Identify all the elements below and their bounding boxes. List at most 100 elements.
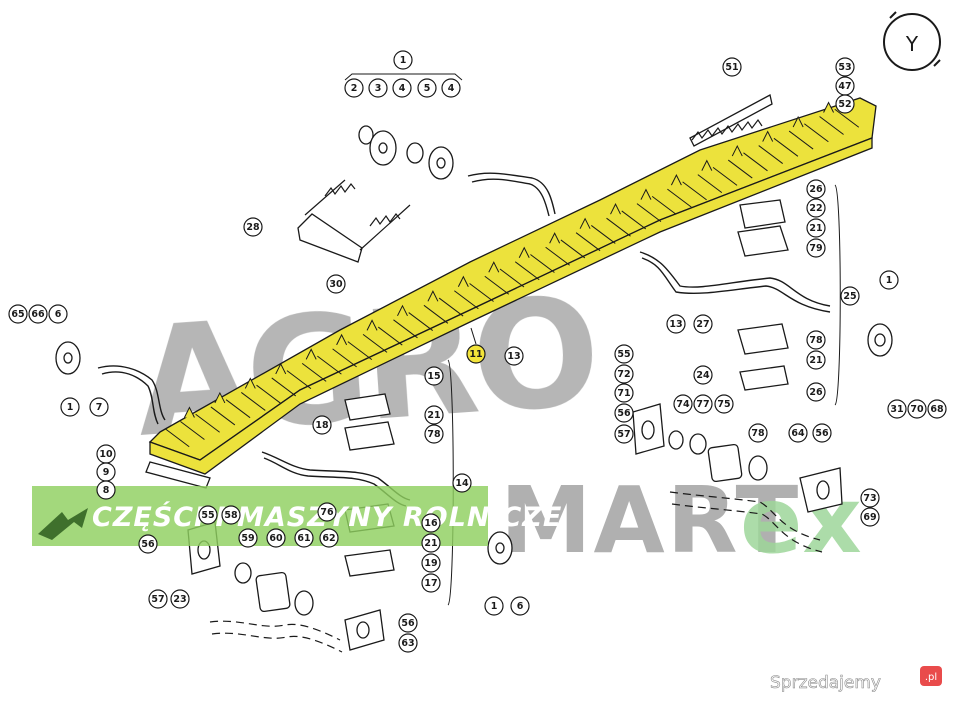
rail-rib: [210, 406, 236, 426]
rail-rib: [332, 348, 357, 368]
callout-number: 62: [322, 533, 335, 544]
rail-rib: [301, 362, 327, 382]
site-badge: [920, 666, 942, 686]
rail-tooth: [579, 217, 591, 229]
callout-number: 1: [491, 601, 498, 612]
site-name: Sprzedajemy: [770, 673, 881, 693]
callout-9: 9: [96, 462, 116, 482]
rail-rib: [591, 225, 616, 244]
shaker-rail: [148, 97, 877, 475]
callout-27: 27: [693, 314, 713, 334]
callout-31: 31: [887, 399, 907, 419]
callout-number: 56: [401, 618, 415, 629]
rail-rib: [195, 413, 220, 433]
callout-75: 75: [714, 394, 734, 414]
rail-tooth: [183, 406, 195, 418]
callout-number: 77: [696, 399, 709, 410]
callout-56: 56: [138, 534, 158, 554]
rail-tooth: [336, 333, 348, 346]
rail-rib: [819, 116, 844, 135]
rail-tooth: [244, 377, 256, 389]
callout-number: 13: [507, 351, 520, 362]
rail-tooth: [610, 203, 621, 215]
callout-59: 59: [238, 528, 258, 548]
rail-tooth: [549, 232, 561, 244]
callout-number: 63: [401, 638, 414, 649]
rail-tooth: [670, 174, 682, 186]
callout-56: 56: [398, 613, 418, 633]
callout-number: 73: [863, 493, 876, 504]
rail-rib: [180, 421, 205, 440]
callout-number: 4: [448, 83, 455, 94]
callout-number: 7: [96, 402, 103, 413]
rail-rib: [423, 304, 449, 324]
rail-rib: [241, 392, 266, 411]
callout-23: 23: [170, 589, 190, 609]
callout-8: 8: [96, 480, 116, 500]
rail-rib: [743, 152, 768, 172]
rail-rib: [727, 159, 753, 179]
bracket-28: [297, 179, 411, 263]
callout-3: 3: [368, 78, 388, 98]
callout-55: 55: [614, 344, 634, 364]
rail-rib: [773, 137, 799, 157]
callout-66: 66: [28, 304, 48, 324]
callout-53: 53: [835, 57, 855, 77]
callout-10: 10: [96, 444, 116, 464]
callout-11: 11: [466, 344, 486, 364]
callout-number: 75: [717, 399, 730, 410]
rail-rib: [621, 210, 647, 230]
callout-number: 55: [201, 510, 214, 521]
rail-tooth: [731, 144, 743, 157]
rail-rib: [286, 370, 312, 390]
hub-parts: [55, 125, 893, 616]
callout-number: 56: [141, 539, 155, 550]
callout-13: 13: [504, 346, 524, 366]
rail-rib: [514, 261, 540, 281]
callout-number: 8: [103, 485, 110, 496]
callout-number: 1: [886, 275, 893, 286]
rail-side-face: [149, 137, 873, 475]
callout-15: 15: [424, 366, 444, 386]
callout-number: 21: [424, 538, 437, 549]
rail-tooth: [275, 362, 287, 375]
callout-number: 58: [224, 510, 238, 521]
rail-rib: [682, 181, 707, 201]
corner-symbol: Y: [883, 11, 941, 71]
callout-number: 5: [424, 83, 431, 94]
callout-73: 73: [860, 488, 880, 508]
callout-51: 51: [722, 57, 742, 77]
callout-52: 52: [835, 94, 855, 114]
rail-rib: [256, 384, 281, 404]
site-watermark: Sprzedajemy .pl: [770, 666, 942, 693]
callout-1: 1: [879, 270, 899, 290]
rail-tooth: [823, 101, 835, 113]
rail-ribs: [164, 108, 860, 448]
rail-tooth: [366, 319, 378, 331]
rail-tooth: [701, 159, 713, 171]
callout-number: 6: [55, 309, 62, 320]
rail-rib: [377, 326, 403, 346]
callout-1: 1: [484, 596, 504, 616]
callout-number: 51: [725, 62, 738, 73]
callout-62: 62: [319, 528, 339, 548]
callout-1: 1: [393, 50, 413, 70]
rail-rib: [271, 377, 297, 397]
callout-2: 2: [344, 78, 364, 98]
callout-number: 15: [427, 371, 440, 382]
callout-14: 14: [452, 473, 472, 493]
callout-number: 65: [11, 309, 24, 320]
callout-30: 30: [326, 274, 346, 294]
callout-number: 74: [676, 399, 690, 410]
callout-71: 71: [614, 383, 634, 403]
callout-68: 68: [927, 399, 947, 419]
callout-number: 79: [809, 243, 822, 254]
callout-number: 26: [809, 184, 823, 195]
callout-76: 76: [317, 502, 337, 522]
callout-4: 4: [392, 78, 412, 98]
callout-47: 47: [835, 76, 855, 96]
rail-rib: [469, 283, 494, 302]
rail-rib: [317, 355, 342, 375]
